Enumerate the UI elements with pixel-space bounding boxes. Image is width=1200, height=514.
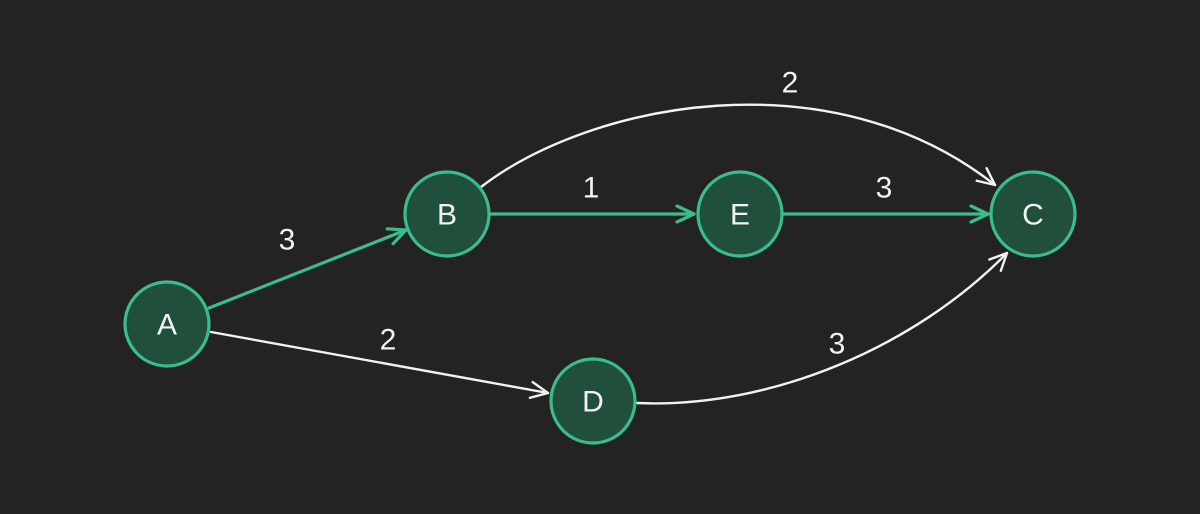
node-B[interactable]: B (403, 170, 491, 258)
node-B-circle[interactable] (403, 170, 491, 258)
edge-weight-E-C: 3 (876, 172, 893, 205)
edge-weight-A-B: 3 (279, 224, 296, 257)
node-D-label: D (582, 386, 604, 419)
node-A-circle[interactable] (123, 280, 211, 368)
node-D-circle[interactable] (549, 357, 637, 445)
node-B-label: B (437, 199, 457, 232)
node-E[interactable]: E (696, 170, 784, 258)
node-D[interactable]: D (549, 357, 637, 445)
edge-A-B[interactable] (207, 227, 408, 310)
node-E-label: E (730, 199, 750, 232)
nodes-layer: A B E C D (123, 170, 1077, 445)
node-C[interactable]: C (989, 170, 1077, 258)
node-E-circle[interactable] (696, 170, 784, 258)
node-A-label: A (157, 309, 177, 342)
edge-labels-layer: 3 1 3 2 2 3 (279, 67, 893, 361)
edge-weight-D-C: 3 (829, 328, 846, 361)
edge-A-D[interactable] (209, 330, 550, 400)
edge-weight-B-E: 1 (583, 172, 600, 205)
edge-B-C[interactable] (479, 103, 997, 189)
edge-weight-A-D: 2 (380, 324, 397, 357)
node-C-label: C (1022, 199, 1044, 232)
node-A[interactable]: A (123, 280, 211, 368)
edge-D-C[interactable] (635, 251, 1009, 405)
edges-layer (207, 103, 1009, 405)
edge-weight-B-C: 2 (782, 67, 799, 100)
node-C-circle[interactable] (989, 170, 1077, 258)
